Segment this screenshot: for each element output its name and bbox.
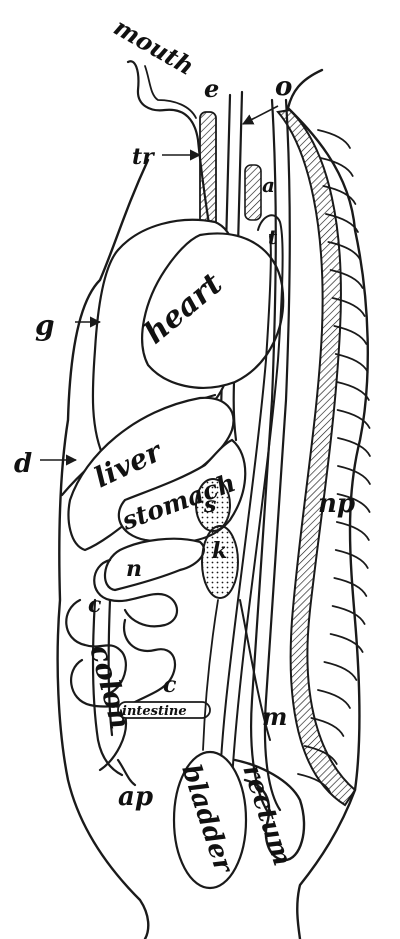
sciatic-nerve bbox=[239, 599, 271, 741]
label-s: s bbox=[203, 492, 216, 518]
spinous-process bbox=[337, 465, 371, 485]
label-l: l bbox=[262, 582, 270, 608]
label-a: a bbox=[262, 173, 275, 197]
spinous-process bbox=[319, 157, 354, 177]
thymus bbox=[244, 164, 262, 221]
spinous-process bbox=[327, 241, 362, 261]
spinous-processes bbox=[297, 129, 371, 793]
spinal-cord bbox=[250, 98, 277, 817]
spinous-process bbox=[322, 185, 357, 205]
heart bbox=[141, 232, 285, 389]
bladder bbox=[172, 750, 248, 890]
pancreas bbox=[104, 537, 205, 592]
colon-loop-middle bbox=[122, 618, 177, 712]
spinous-process bbox=[331, 297, 366, 317]
anal-passage bbox=[116, 758, 137, 787]
body-outline-front bbox=[56, 158, 150, 939]
spinous-process bbox=[297, 773, 331, 793]
kidney bbox=[201, 525, 239, 599]
label-intestine: intestine bbox=[122, 704, 187, 719]
colon-descending bbox=[91, 598, 124, 777]
label-o: o bbox=[275, 72, 292, 102]
spinous-process bbox=[333, 577, 368, 597]
spinous-process bbox=[329, 633, 364, 653]
colon-loop-lower bbox=[70, 658, 128, 772]
spinous-process bbox=[317, 689, 351, 709]
label-e: e bbox=[204, 74, 219, 103]
mouth-cavity-inner bbox=[144, 65, 197, 119]
label-tr: tr bbox=[132, 144, 155, 170]
spinous-process bbox=[335, 381, 370, 401]
vertebral-column bbox=[276, 108, 357, 807]
label-n: n bbox=[126, 556, 142, 582]
rectum bbox=[233, 758, 306, 862]
spinous-process bbox=[333, 325, 368, 345]
spinous-process bbox=[325, 213, 359, 233]
intestine-band bbox=[117, 701, 211, 719]
spinous-process bbox=[337, 437, 371, 457]
aorta bbox=[231, 214, 284, 781]
colon-descending-inner bbox=[107, 598, 114, 737]
label-g: g bbox=[35, 309, 55, 342]
spinous-process bbox=[335, 521, 370, 541]
spinous-process bbox=[303, 745, 338, 765]
spinous-process bbox=[336, 493, 371, 513]
spinous-process bbox=[334, 549, 369, 569]
spinous-process bbox=[310, 717, 345, 737]
label-m: m bbox=[262, 702, 287, 731]
label-ap: ap bbox=[118, 782, 153, 812]
label-c-upper: c bbox=[88, 592, 102, 618]
spinous-process bbox=[323, 661, 358, 681]
label-np: np bbox=[318, 489, 355, 519]
small-intestine-loop bbox=[93, 558, 179, 628]
colon-loop-upper bbox=[65, 598, 127, 697]
body-outline-back bbox=[286, 68, 369, 939]
label-k: k bbox=[212, 538, 227, 564]
spinous-process bbox=[329, 269, 364, 289]
spinous-process bbox=[317, 129, 351, 149]
ureter bbox=[202, 599, 219, 751]
aorta-inner bbox=[219, 235, 272, 781]
spinous-process bbox=[331, 605, 366, 625]
label-mouth: mouth bbox=[109, 12, 199, 81]
label-c-lower: c bbox=[163, 672, 177, 698]
spinous-process bbox=[336, 409, 371, 429]
spinous-process bbox=[334, 353, 369, 373]
pointer-o bbox=[242, 105, 279, 125]
label-d: d bbox=[14, 449, 32, 479]
spinal-cord-inner bbox=[263, 98, 291, 812]
label-t: t bbox=[268, 225, 278, 249]
